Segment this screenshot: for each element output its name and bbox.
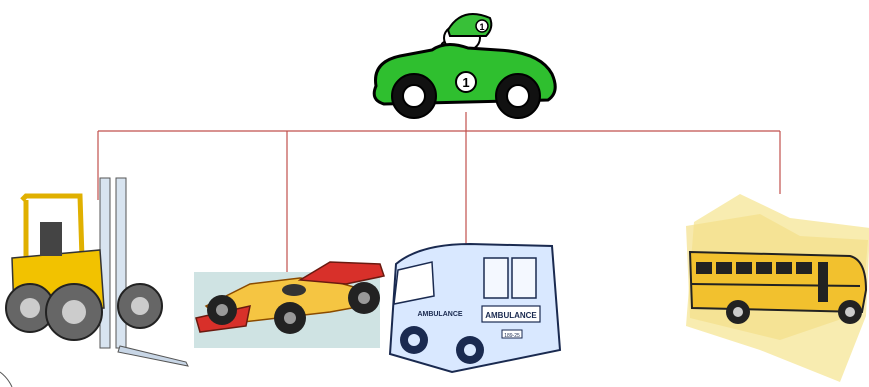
corner-arc-decoration (0, 372, 12, 387)
svg-text:1: 1 (479, 22, 484, 32)
school-bus-icon (686, 194, 869, 382)
ambulance-side-label: AMBULANCE (417, 311, 462, 318)
ambulance-plate: 189-25 (504, 333, 520, 339)
green-race-car-icon: 1 1 (374, 14, 555, 118)
root-badge-number: 1 (462, 75, 469, 90)
formula-car-icon (194, 262, 384, 348)
ambulance-icon: AMBULANCE AMBULANCE 189-25 (390, 244, 560, 372)
forklift-icon (6, 178, 188, 366)
ambulance-rear-label: AMBULANCE (485, 311, 537, 320)
